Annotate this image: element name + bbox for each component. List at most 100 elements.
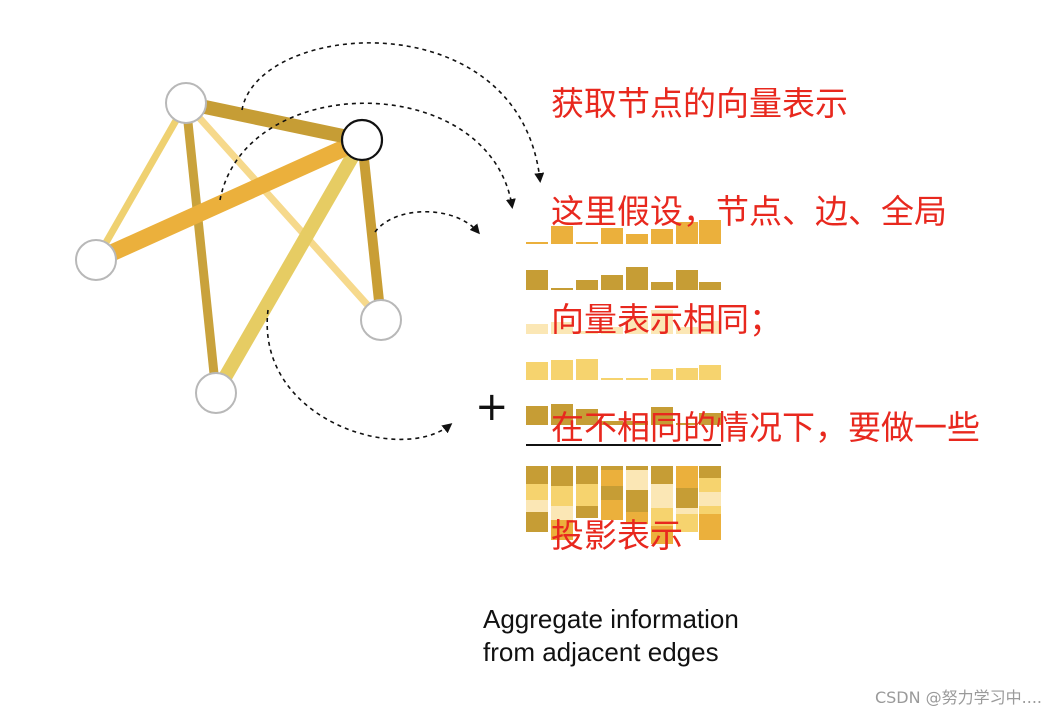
cell bbox=[551, 288, 573, 290]
cell bbox=[651, 369, 673, 380]
cell bbox=[601, 421, 623, 425]
cell bbox=[651, 282, 673, 290]
annotation-line-4: 在不相同的情况下，要做一些 bbox=[551, 408, 980, 447]
cell bbox=[699, 492, 721, 506]
cell bbox=[676, 508, 698, 514]
cell bbox=[699, 413, 721, 425]
cell bbox=[699, 321, 721, 334]
cell bbox=[699, 478, 721, 492]
cell bbox=[676, 270, 698, 290]
node-left bbox=[75, 239, 117, 281]
cell bbox=[676, 466, 698, 488]
cell bbox=[626, 490, 648, 512]
cell bbox=[526, 500, 548, 512]
stack-col-4 bbox=[601, 466, 623, 520]
cell bbox=[551, 506, 573, 520]
cell bbox=[576, 359, 598, 380]
cell bbox=[526, 484, 548, 500]
annotation-line-3: 向量表示相同； bbox=[551, 300, 782, 339]
cell bbox=[601, 228, 623, 244]
cell bbox=[601, 466, 623, 470]
cell bbox=[576, 280, 598, 290]
annotation-line-1: 获取节点的向量表示 bbox=[551, 84, 848, 123]
cell bbox=[551, 486, 573, 506]
cell bbox=[651, 407, 673, 425]
cell bbox=[676, 514, 698, 532]
cell bbox=[576, 242, 598, 244]
cell bbox=[601, 486, 623, 500]
cell bbox=[551, 520, 573, 540]
cell bbox=[626, 267, 648, 290]
red-annotation-text: 获取节点的向量表示 这里假设，节点、边、全局 向量表示相同； 在不相同的情况下，… bbox=[551, 14, 980, 590]
cell bbox=[676, 423, 698, 425]
cell bbox=[601, 500, 623, 520]
cell bbox=[551, 466, 573, 486]
stack-col-5 bbox=[626, 466, 648, 524]
cell bbox=[601, 327, 623, 334]
cell bbox=[651, 310, 673, 334]
edge-vector-row-3 bbox=[526, 310, 721, 334]
cell bbox=[551, 360, 573, 380]
edge-topleft-hub bbox=[184, 96, 364, 147]
edge-topleft-left bbox=[92, 101, 190, 262]
diagram-caption: Aggregate information from adjacent edge… bbox=[483, 603, 739, 669]
edge-vector-row-2 bbox=[526, 267, 721, 290]
stack-col-3 bbox=[576, 466, 598, 518]
cell bbox=[676, 368, 698, 380]
node-right bbox=[360, 299, 402, 341]
watermark: CSDN @努力学习中.... bbox=[874, 688, 1042, 707]
cell bbox=[526, 324, 548, 334]
stack-col-8 bbox=[699, 466, 721, 540]
cell bbox=[576, 466, 598, 484]
cell bbox=[601, 470, 623, 486]
cell bbox=[626, 421, 648, 425]
arrow-to-row-2 bbox=[219, 102, 516, 209]
cell bbox=[551, 404, 573, 425]
cell bbox=[651, 466, 673, 484]
cell bbox=[576, 506, 598, 518]
node-bottom bbox=[195, 372, 237, 414]
cell bbox=[626, 470, 648, 490]
stack-col-7 bbox=[676, 466, 698, 532]
cell bbox=[651, 526, 673, 544]
aggregated-vector bbox=[526, 466, 721, 544]
graph-edges bbox=[92, 96, 386, 397]
arrow-to-row-5 bbox=[266, 309, 453, 441]
edge-topleft-right bbox=[183, 100, 384, 323]
stack-col-6 bbox=[651, 466, 673, 544]
edge-vector-row-1 bbox=[526, 220, 721, 244]
cell bbox=[526, 466, 548, 484]
caption-line-2: from adjacent edges bbox=[483, 637, 719, 667]
cell bbox=[551, 226, 573, 244]
sum-operator: + bbox=[475, 384, 509, 430]
arrow-to-row-1 bbox=[241, 42, 545, 183]
cell bbox=[626, 316, 648, 334]
edge-left-hub bbox=[92, 132, 366, 268]
edge-hub-right bbox=[357, 139, 386, 321]
cell bbox=[699, 365, 721, 380]
cell bbox=[676, 327, 698, 334]
cell bbox=[699, 282, 721, 290]
cell bbox=[651, 484, 673, 508]
cell bbox=[699, 514, 721, 540]
cell bbox=[526, 512, 548, 532]
annotation-line-2: 这里假设，节点、边、全局 bbox=[551, 192, 947, 231]
cell bbox=[526, 362, 548, 380]
edge-topleft-bottom bbox=[181, 102, 221, 394]
cell bbox=[576, 331, 598, 334]
edge-vector-row-4 bbox=[526, 359, 721, 380]
cell bbox=[601, 378, 623, 380]
edge-vector-row-5 bbox=[526, 404, 721, 425]
caption-line-1: Aggregate information bbox=[483, 604, 739, 634]
node-top-left bbox=[165, 82, 207, 124]
cell bbox=[626, 378, 648, 380]
cell bbox=[526, 242, 548, 244]
cell bbox=[576, 409, 598, 425]
edge-embedding-vectors bbox=[526, 220, 721, 425]
cell bbox=[626, 466, 648, 470]
cell bbox=[699, 466, 721, 478]
annotation-line-5: 投影表示 bbox=[551, 516, 683, 555]
node-hub-selected bbox=[340, 118, 384, 162]
cell bbox=[526, 406, 548, 425]
